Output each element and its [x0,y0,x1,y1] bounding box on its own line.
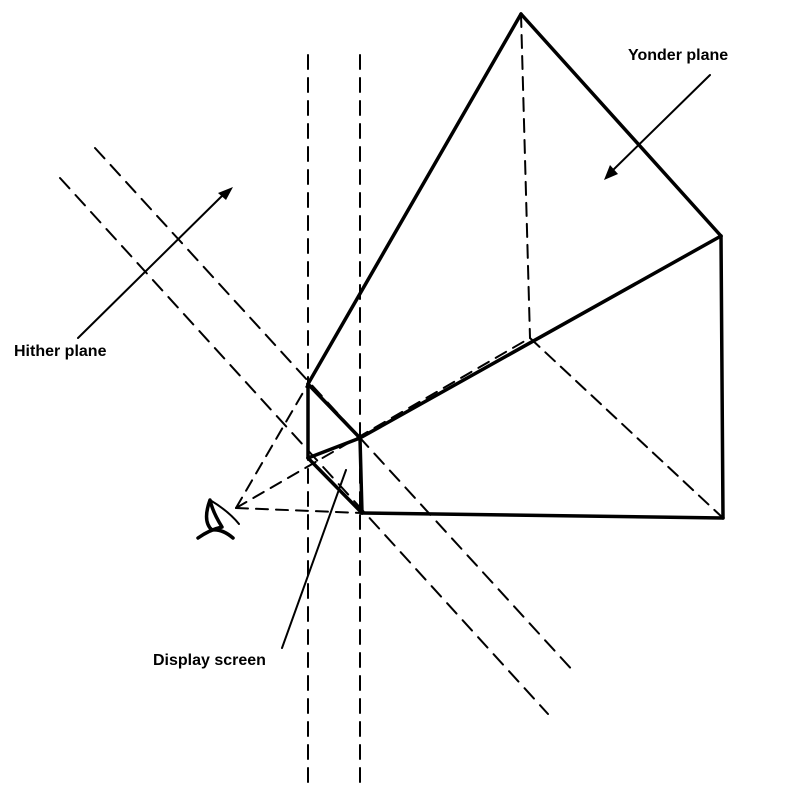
yonder-plane-label: Yonder plane [628,47,729,64]
display-screen-leader-line [281,469,347,649]
yonder-plane-arrow [604,74,711,180]
view-volume-edges [306,12,725,520]
eye-icon [196,498,240,540]
screen-plane-dashed-lines [307,54,361,786]
sight-lines [235,337,531,514]
display-screen-label: Display screen [153,652,266,669]
hither-plane-label: Hither plane [14,343,107,360]
hither-plane-arrow [77,187,233,339]
hither-plane-dashed-lines [59,147,576,715]
hidden-edges [520,13,724,519]
